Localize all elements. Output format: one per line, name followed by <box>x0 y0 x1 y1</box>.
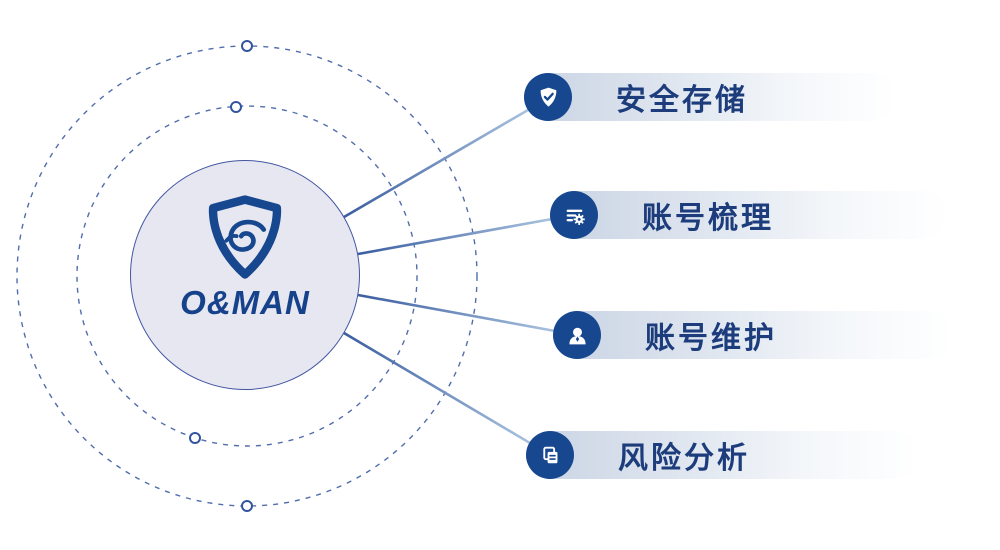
brand-hub: O&MAN <box>130 160 360 390</box>
documents-icon <box>526 431 574 479</box>
shield-check-icon <box>524 73 572 121</box>
account-list-gear-icon <box>550 191 598 239</box>
connector-line-2 <box>357 217 553 256</box>
feature-label: 账号维护 <box>645 322 777 355</box>
connector-line-1 <box>343 108 529 219</box>
brand-shield-logo-icon <box>208 195 282 279</box>
feature-row-account-maintenance: 账号维护 <box>553 311 953 359</box>
user-icon <box>553 311 601 359</box>
feature-label: 风险分析 <box>618 442 750 475</box>
feature-label: 账号梳理 <box>642 202 774 235</box>
outer-dashed-circle <box>16 45 478 507</box>
feature-row-secure-storage: 安全存储 <box>524 73 896 121</box>
orbit-dots <box>189 40 253 512</box>
connector-line-3 <box>357 293 556 333</box>
connector-lines <box>343 108 556 445</box>
feature-row-account-sorting: 账号梳理 <box>550 191 948 239</box>
connector-line-4 <box>343 331 531 445</box>
feature-label: 安全存储 <box>616 84 748 117</box>
brand-name: O&MAN <box>180 284 310 321</box>
inner-dashed-circle <box>76 105 418 447</box>
feature-row-risk-analysis: 风险分析 <box>526 431 918 479</box>
